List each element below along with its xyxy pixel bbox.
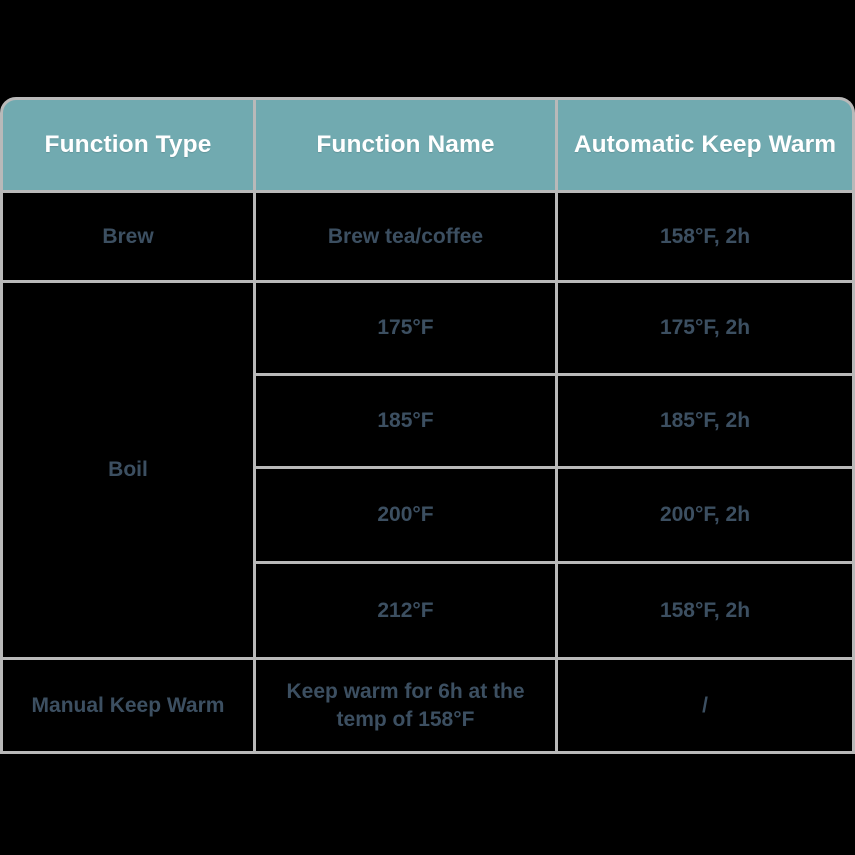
manual-keep-warm-line-1: Keep warm for 6h at the [286,680,525,704]
cell-function-type-manual-keep-warm: Manual Keep Warm [0,660,256,754]
cell-function-name-212: 212°F [256,564,558,660]
cell-keep-warm-212: 158°F, 2h [558,564,855,660]
table-row: Manual Keep Warm Keep warm for 6h at the… [0,660,855,754]
cell-keep-warm-185: 185°F, 2h [558,376,855,469]
cell-function-name-175: 175°F [256,283,558,376]
column-header-automatic-keep-warm: Automatic Keep Warm [558,97,855,193]
column-header-function-type: Function Type [0,97,256,193]
table-body: Brew Brew tea/coffee 158°F, 2h Boil 175°… [0,193,855,754]
manual-keep-warm-line-2: temp of 158°F [336,707,475,731]
table-row: 185°F 185°F, 2h [0,376,855,469]
function-table-container: Function Type Function Name Automatic Ke… [0,97,855,758]
cell-function-type-brew: Brew [0,193,256,283]
cell-function-type-boil: Boil [0,283,256,660]
cell-keep-warm-200: 200°F, 2h [558,469,855,564]
cell-function-name-200: 200°F [256,469,558,564]
table-row: 212°F 158°F, 2h [0,564,855,660]
cell-keep-warm-175: 175°F, 2h [558,283,855,376]
column-header-function-name: Function Name [256,97,558,193]
cell-keep-warm-manual: / [558,660,855,754]
cell-function-name-manual-keep-warm: Keep warm for 6h at the temp of 158°F [256,660,558,754]
table-row: Boil 175°F 175°F, 2h [0,283,855,660]
table-header-row: Function Type Function Name Automatic Ke… [0,97,855,193]
table-row: Brew Brew tea/coffee 158°F, 2h [0,193,855,283]
cell-function-name-185: 185°F [256,376,558,469]
table-row: 200°F 200°F, 2h [0,469,855,564]
table-header: Function Type Function Name Automatic Ke… [0,97,855,193]
function-table: Function Type Function Name Automatic Ke… [0,97,855,754]
cell-function-name-brew: Brew tea/coffee [256,193,558,283]
cell-keep-warm-brew: 158°F, 2h [558,193,855,283]
